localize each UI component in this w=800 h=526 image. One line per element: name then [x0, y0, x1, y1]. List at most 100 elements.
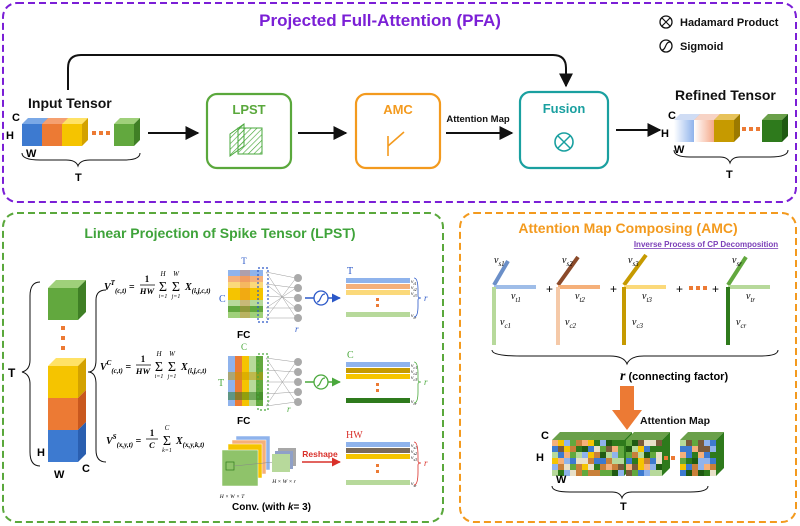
svg-text:vc1: vc1 — [411, 363, 417, 370]
svg-text:FC: FC — [237, 330, 250, 341]
svg-text:T: T — [241, 256, 247, 266]
refined-tensor: C H W T — [661, 110, 789, 181]
svg-text:vs1: vs1 — [494, 255, 505, 268]
svg-text:LPST: LPST — [232, 102, 265, 117]
svg-text:C: C — [347, 350, 354, 361]
svg-text:1: 1 — [145, 274, 150, 284]
hadamard-icon — [659, 15, 673, 29]
svg-text:vt3: vt3 — [642, 291, 652, 304]
svg-text:Fusion: Fusion — [543, 101, 586, 116]
amc-title: Attention Map Composing (AMC) — [518, 220, 737, 236]
amc-attention-map-label: Attention Map — [640, 415, 710, 427]
svg-text:H × W × T: H × W × T — [219, 494, 245, 500]
svg-text:H: H — [159, 270, 166, 278]
svg-text:vc1: vc1 — [500, 317, 511, 330]
svg-text:W: W — [26, 148, 37, 160]
svg-text:H × W × r: H × W × r — [271, 479, 296, 485]
svg-text:HW: HW — [135, 366, 152, 376]
svg-text:H: H — [661, 128, 669, 140]
svg-text:1: 1 — [150, 428, 155, 438]
svg-text:vt1: vt1 — [411, 279, 417, 286]
svg-text:FC: FC — [237, 416, 250, 427]
svg-text:H: H — [6, 130, 14, 142]
svg-text:vs1: vs1 — [411, 443, 417, 450]
svg-text:r: r — [424, 377, 428, 387]
amc-subtitle: Inverse Process of CP Decomposition — [634, 240, 778, 249]
sigmoid-legend: Sigmoid — [659, 39, 723, 53]
svg-text:vc2: vc2 — [565, 317, 577, 330]
hadamard-legend: Hadamard Product — [659, 15, 779, 29]
svg-text:T: T — [726, 169, 733, 181]
svg-text:vs3: vs3 — [628, 255, 639, 268]
svg-text:X(x,y,k,t): X(x,y,k,t) — [175, 436, 204, 449]
svg-text:Sigmoid: Sigmoid — [680, 41, 723, 53]
fusion-block: Fusion — [518, 90, 610, 170]
conv-label: Conv. (with k= 3) — [232, 502, 311, 513]
pfa-panel: Projected Full-Attention (PFA) Hadamard … — [2, 2, 797, 203]
svg-text:X(i,j,c,t): X(i,j,c,t) — [184, 282, 211, 295]
matrix-channel: C T FC — [218, 342, 269, 427]
svg-text:vt2: vt2 — [411, 285, 417, 292]
amc-panel: Attention Map Composing (AMC) Inverse Pr… — [459, 212, 797, 523]
svg-text:VT(c,t) =: VT(c,t) = — [104, 279, 135, 295]
svg-text:r: r — [424, 293, 428, 303]
matrix-temporal: T C FC — [219, 256, 269, 341]
conv-block: H × W × T H × W × r Conv. (with k= 3) — [219, 435, 311, 513]
svg-text:T: T — [8, 366, 16, 380]
svg-text:C: C — [149, 440, 155, 450]
svg-text:C: C — [219, 294, 226, 305]
svg-text:T: T — [75, 172, 82, 184]
equation-channel: VC(c,t) = 1 HW H Σ i=1 W Σ j=1 X(i,j,c,t… — [100, 350, 207, 380]
fc-network-temporal: r — [265, 271, 302, 334]
svg-text:vtr: vtr — [746, 291, 755, 304]
svg-text:1: 1 — [141, 354, 146, 364]
svg-text:Σ: Σ — [172, 280, 180, 295]
svg-text:vc3: vc3 — [411, 375, 417, 382]
fc-network-channel: r — [265, 357, 302, 414]
svg-text:i=1: i=1 — [155, 374, 164, 380]
svg-text:HW: HW — [139, 286, 156, 296]
svg-text:+: + — [610, 282, 617, 296]
svg-text:vsr: vsr — [411, 481, 417, 488]
output-vectors-spatial: HW r vs1 vs2 vs3 vsr — [346, 430, 428, 488]
cp-term-r: vsr vtr vcr — [726, 255, 770, 345]
svg-text:W: W — [169, 350, 176, 358]
svg-text:k=1: k=1 — [162, 448, 172, 454]
connecting-factor-label: r (connecting factor) — [620, 369, 728, 384]
svg-text:C: C — [165, 424, 170, 432]
svg-text:H: H — [37, 447, 45, 459]
pfa-title: Projected Full-Attention (PFA) — [259, 11, 501, 30]
svg-text:C: C — [541, 430, 549, 442]
svg-text:VC(c,t) =: VC(c,t) = — [100, 359, 131, 375]
svg-text:vs3: vs3 — [411, 455, 417, 462]
svg-text:r: r — [424, 458, 428, 468]
cp-term-3: vs3 vt3 vc3 — [622, 253, 666, 345]
output-vectors-temporal: T r vt1 vt2 vt3 vtr — [346, 266, 428, 320]
svg-text:Hadamard Product: Hadamard Product — [680, 17, 779, 29]
svg-text:+: + — [712, 282, 719, 296]
svg-text:vt3: vt3 — [411, 291, 417, 298]
equation-temporal: VT(c,t) = 1 HW H Σ i=1 W Σ j=1 X(i,j,c,t… — [104, 270, 211, 300]
svg-text:i=1: i=1 — [159, 294, 168, 300]
svg-text:C: C — [82, 463, 90, 475]
svg-text:H: H — [155, 350, 162, 358]
svg-text:W: W — [173, 270, 180, 278]
svg-text:+: + — [546, 282, 553, 296]
svg-text:VS(x,y,t) =: VS(x,y,t) = — [106, 433, 142, 449]
svg-text:Σ: Σ — [155, 360, 163, 375]
svg-text:W: W — [54, 469, 65, 481]
svg-text:HW: HW — [346, 430, 363, 441]
svg-text:vsr: vsr — [732, 255, 742, 268]
svg-text:vt2: vt2 — [575, 291, 585, 304]
lpst-title: Linear Projection of Spike Tensor (LPST) — [84, 225, 355, 241]
svg-text:Σ: Σ — [168, 360, 176, 375]
attention-map-tensor — [552, 432, 724, 476]
equation-spatial: VS(x,y,t) = 1 C C Σ k=1 X(x,y,k,t) — [106, 424, 204, 454]
cp-term-2: vs2 vt2 vc2 — [556, 255, 600, 345]
svg-text:vcr: vcr — [736, 317, 747, 330]
amc-block: AMC — [354, 92, 442, 170]
hadamard-product-icon — [554, 132, 574, 152]
svg-text:AMC: AMC — [383, 102, 413, 117]
svg-text:vs2: vs2 — [562, 255, 573, 268]
